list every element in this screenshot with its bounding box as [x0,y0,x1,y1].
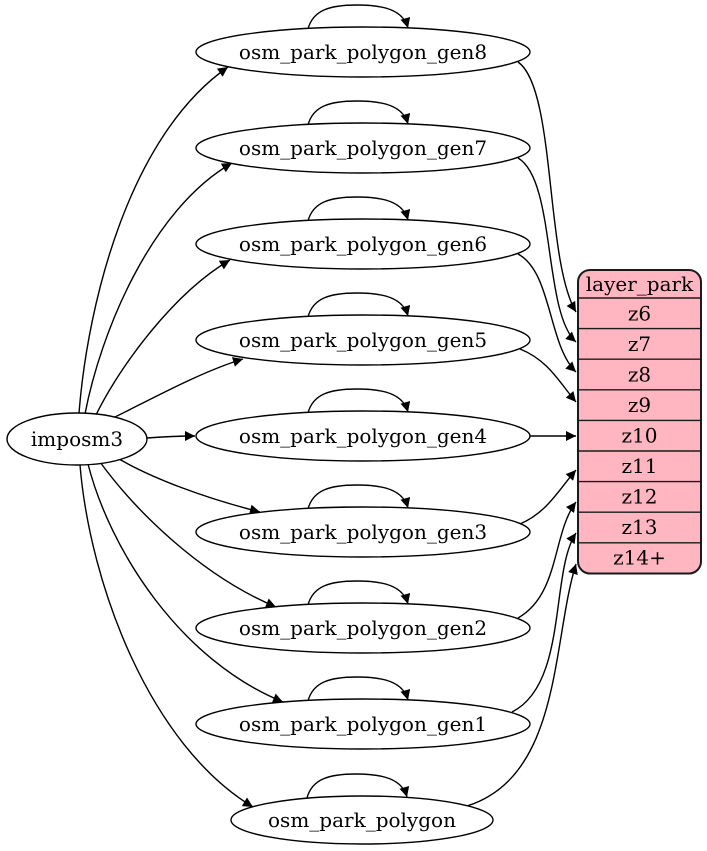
node-gen7-shape [195,122,531,174]
node-gen7-label: osm_park_polygon_gen7 [239,136,487,160]
edge-gen5-z9 [519,348,577,403]
loop-polygon [306,773,410,799]
node-osm-park-polygon-gen5: osm_park_polygon_gen5 [195,314,531,366]
layer-row-z10: z10 [622,424,658,448]
edges-importer-to-tables [78,66,284,808]
layer-row-z6: z6 [628,302,651,326]
edge-gen2-z12 [517,501,577,619]
edge-imposm3-gen4 [146,431,196,442]
loop-gen3 [307,484,411,510]
edge-gen3-z11 [519,469,577,525]
node-imposm3-label: imposm3 [31,427,123,451]
loop-gen1 [307,676,411,702]
edge-gen6-z8 [517,253,577,373]
node-osm-park-polygon-gen1: osm_park_polygon_gen1 [195,698,531,750]
node-gen2-shape [195,602,531,654]
node-polygon-shape [230,795,494,845]
edge-polygon-z14plus [466,563,578,807]
node-gen6-shape [195,218,531,270]
loop-gen6 [307,196,411,222]
edges-self-loops [306,4,411,799]
edge-imposm3-gen6 [94,259,231,418]
node-osm-park-polygon-gen6: osm_park_polygon_gen6 [195,218,531,270]
edge-imposm3-gen8 [78,66,229,414]
node-imposm3-shape [6,412,148,466]
layer-row-z8: z8 [628,363,651,387]
node-osm-park-polygon-gen4: osm_park_polygon_gen4 [195,410,531,462]
node-gen6-label: osm_park_polygon_gen6 [239,232,487,256]
edge-imposm3-gen2 [99,461,277,608]
node-gen4-shape [195,410,531,462]
edge-gen1-z13 [511,532,577,713]
layer-row-z9: z9 [628,393,651,417]
layer-row-z12: z12 [622,485,658,509]
layer-park-title: layer_park [586,272,694,296]
node-gen8-label: osm_park_polygon_gen8 [239,40,487,64]
node-gen5-label: osm_park_polygon_gen5 [239,328,487,352]
loop-gen5 [307,292,411,318]
node-osm-park-polygon: osm_park_polygon [230,795,494,845]
node-imposm3: imposm3 [6,412,148,466]
node-osm-park-polygon-gen7: osm_park_polygon_gen7 [195,122,531,174]
node-polygon-label: osm_park_polygon [268,808,456,832]
loop-gen2 [307,580,411,606]
node-gen3-shape [195,506,531,558]
edge-imposm3-gen1 [87,463,284,703]
edge-imposm3-gen5 [106,357,244,422]
loop-gen7 [307,100,411,126]
layer-row-z11: z11 [622,454,658,478]
edge-imposm3-polygon [79,464,254,808]
edge-imposm3-gen7 [84,162,233,415]
layer-row-z7: z7 [628,332,651,356]
loop-gen4 [307,388,411,414]
layer-row-z14plus: z14+ [613,546,666,570]
node-gen2-label: osm_park_polygon_gen2 [239,616,487,640]
node-osm-park-polygon-gen8: osm_park_polygon_gen8 [195,26,531,78]
node-gen5-shape [195,314,531,366]
layer-row-z13: z13 [622,515,658,539]
edges-tables-to-layer [466,61,578,807]
node-gen1-shape [195,698,531,750]
layer-park-table: layer_park z6 z7 z8 z9 z10 z11 z12 z13 z… [577,269,702,575]
layer-park-box [577,269,702,575]
node-gen1-label: osm_park_polygon_gen1 [239,712,487,736]
node-osm-park-polygon-gen2: osm_park_polygon_gen2 [195,602,531,654]
edge-imposm3-gen3 [113,455,261,515]
node-osm-park-polygon-gen3: osm_park_polygon_gen3 [195,506,531,558]
loop-gen8 [307,4,411,30]
edge-gen8-z6 [517,61,577,313]
edge-gen7-z7 [517,157,577,343]
node-gen8-shape [195,26,531,78]
node-gen4-label: osm_park_polygon_gen4 [239,424,487,448]
node-gen3-label: osm_park_polygon_gen3 [239,520,487,544]
